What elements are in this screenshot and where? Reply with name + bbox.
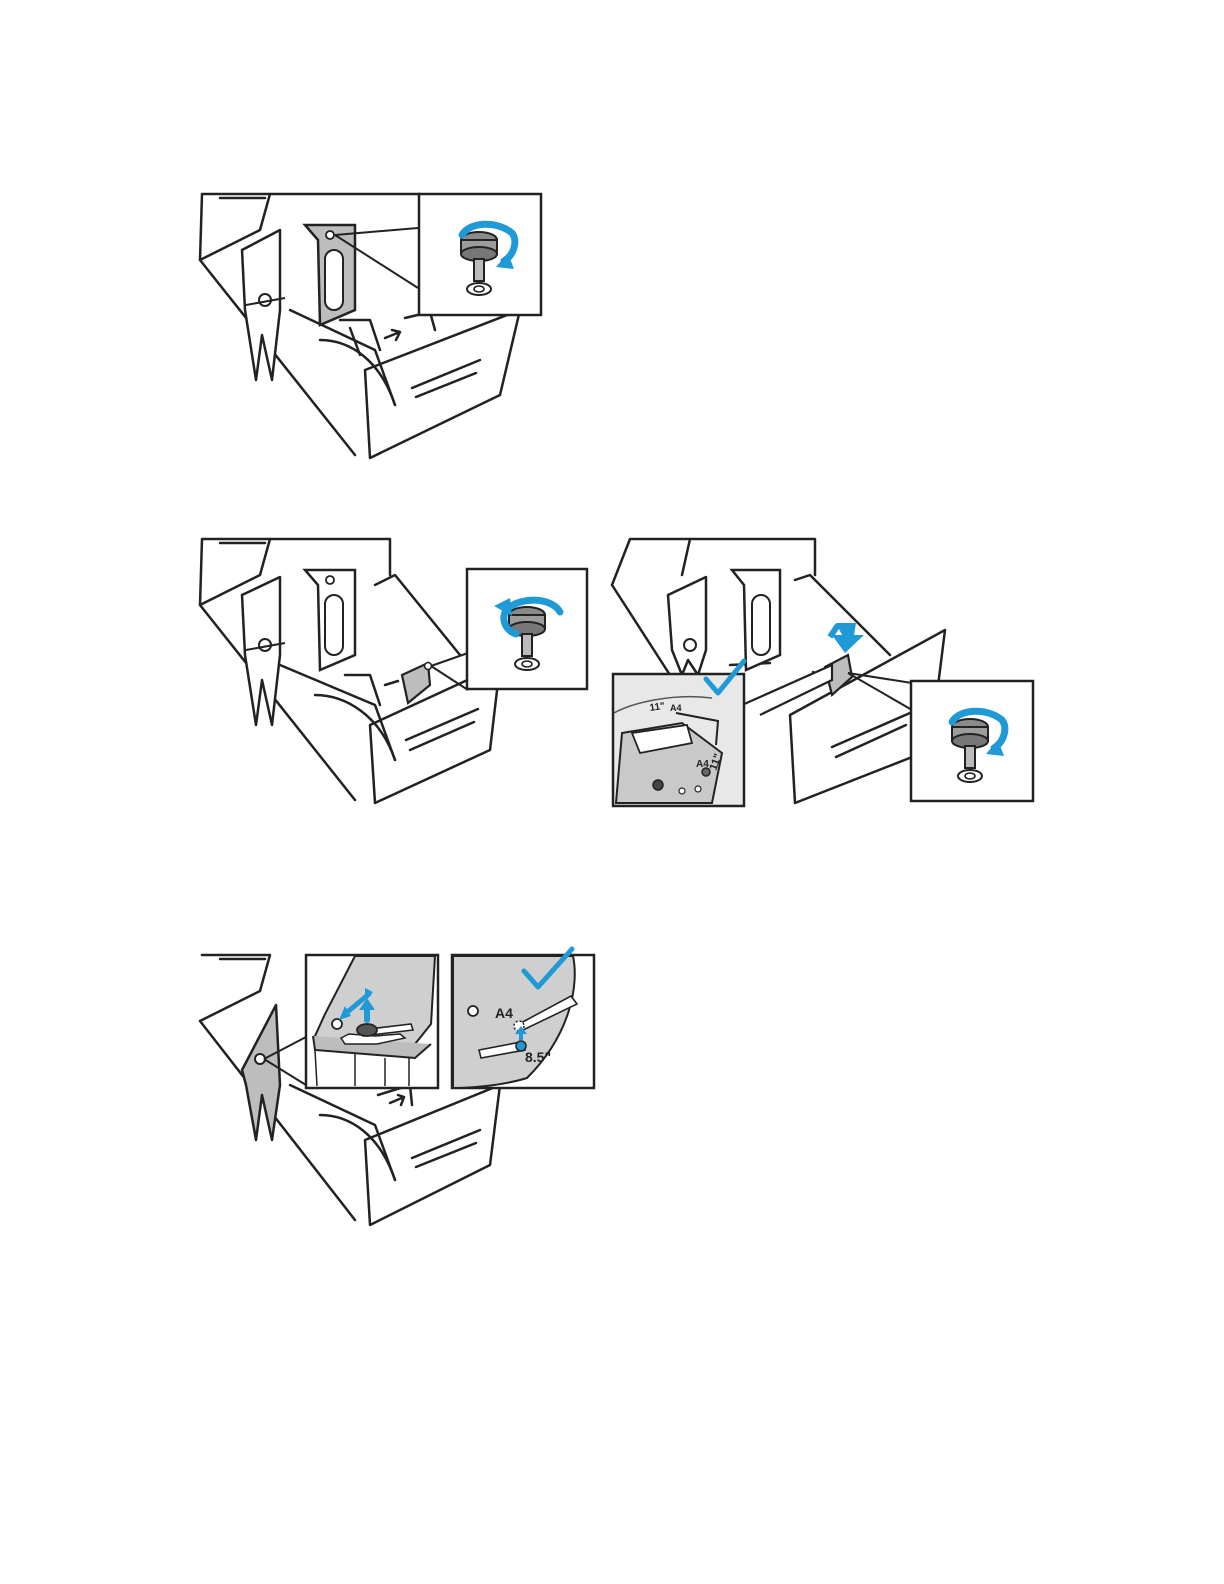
tall-paper-guide <box>305 570 355 670</box>
side-bracket <box>668 577 706 675</box>
side-bracket-highlighted <box>242 1005 280 1140</box>
label-a4: A4 <box>495 1005 513 1021</box>
label-8-5in: 8.5" <box>525 1049 551 1065</box>
callout-lift-pin <box>305 954 439 1089</box>
figure-step-1 <box>180 190 550 465</box>
checkmark-icon <box>518 945 578 995</box>
figure-step-4: A4 8.5" <box>180 945 515 1230</box>
up-arrow-icon <box>830 623 864 653</box>
callout-screw-loosen <box>466 568 588 690</box>
tall-paper-guide <box>305 225 355 325</box>
label-11in-top: 11" <box>649 701 666 714</box>
figure-step-2 <box>180 535 590 810</box>
end-paper-guide <box>402 663 432 704</box>
label-a4-top: A4 <box>670 703 682 713</box>
callout-screw-loosen <box>418 193 542 316</box>
checkmark-icon <box>702 655 748 701</box>
figure-step-3: 11" A4 A4 11" <box>610 535 1035 810</box>
callout-screw-tighten <box>910 680 1034 802</box>
